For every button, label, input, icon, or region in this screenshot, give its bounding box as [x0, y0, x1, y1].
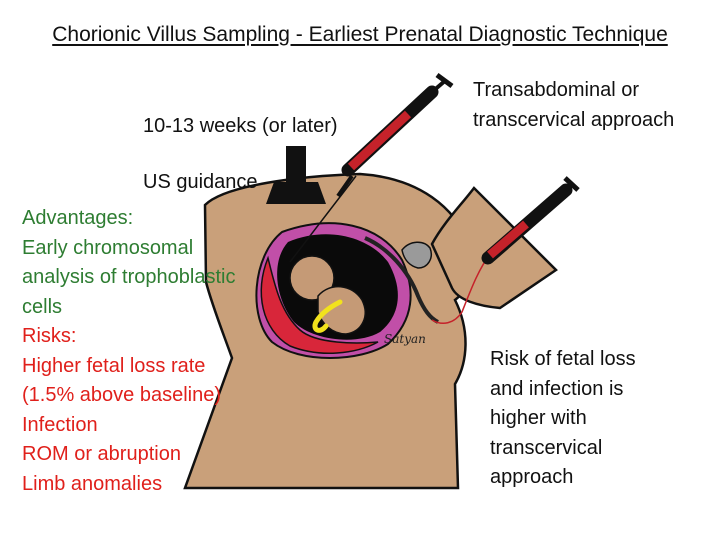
advantage-line: Early chromosomal	[22, 236, 194, 259]
umbilical-cord	[312, 299, 343, 333]
advantage-line: analysis of trophoblastic	[22, 266, 236, 288]
transabdominal-syringe	[289, 72, 454, 263]
risk-line: Infection	[22, 413, 98, 436]
fetus	[289, 255, 366, 335]
approach-line: transcervical approach	[473, 108, 675, 131]
advantage-line: cells	[22, 295, 63, 318]
bladder	[401, 241, 432, 269]
transabdominal-needle	[289, 175, 357, 263]
risks-heading: Risks:	[22, 325, 77, 347]
artist-signature: Satyan	[384, 332, 426, 346]
risk-note: Risk of fetal loss and infection is high…	[490, 345, 636, 493]
risk-line: ROM or abruption	[22, 443, 181, 465]
risk-note-line: Risk of fetal loss	[490, 348, 636, 370]
cervical-canal	[364, 236, 439, 324]
fetal-head	[289, 255, 335, 301]
approach-line: Transabdominal or	[473, 79, 640, 101]
risk-note-line: approach	[490, 466, 574, 488]
transcervical-catheter	[431, 253, 491, 325]
risk-line: (1.5% above baseline)	[22, 384, 222, 406]
advantages-risks-list: Advantages: Early chromosomal analysis o…	[22, 204, 235, 499]
placenta	[260, 255, 379, 354]
gestation-label: 10-13 weeks (or later)	[143, 115, 338, 137]
page-title: Chorionic Villus Sampling - Earliest Pre…	[52, 23, 668, 46]
risk-line: Higher fetal loss rate	[22, 354, 206, 377]
approach-label: Transabdominal or transcervical approach	[473, 76, 674, 135]
advantages-heading: Advantages:	[22, 207, 134, 229]
guidance-label: US guidance	[143, 171, 258, 193]
risk-note-line: higher with	[490, 407, 587, 429]
risk-note-line: transcervical	[490, 436, 603, 459]
transcervical-syringe	[431, 176, 580, 325]
risk-line: Limb anomalies	[22, 472, 163, 495]
risk-note-line: and infection is	[490, 377, 624, 400]
ultrasound-probe	[266, 146, 326, 204]
